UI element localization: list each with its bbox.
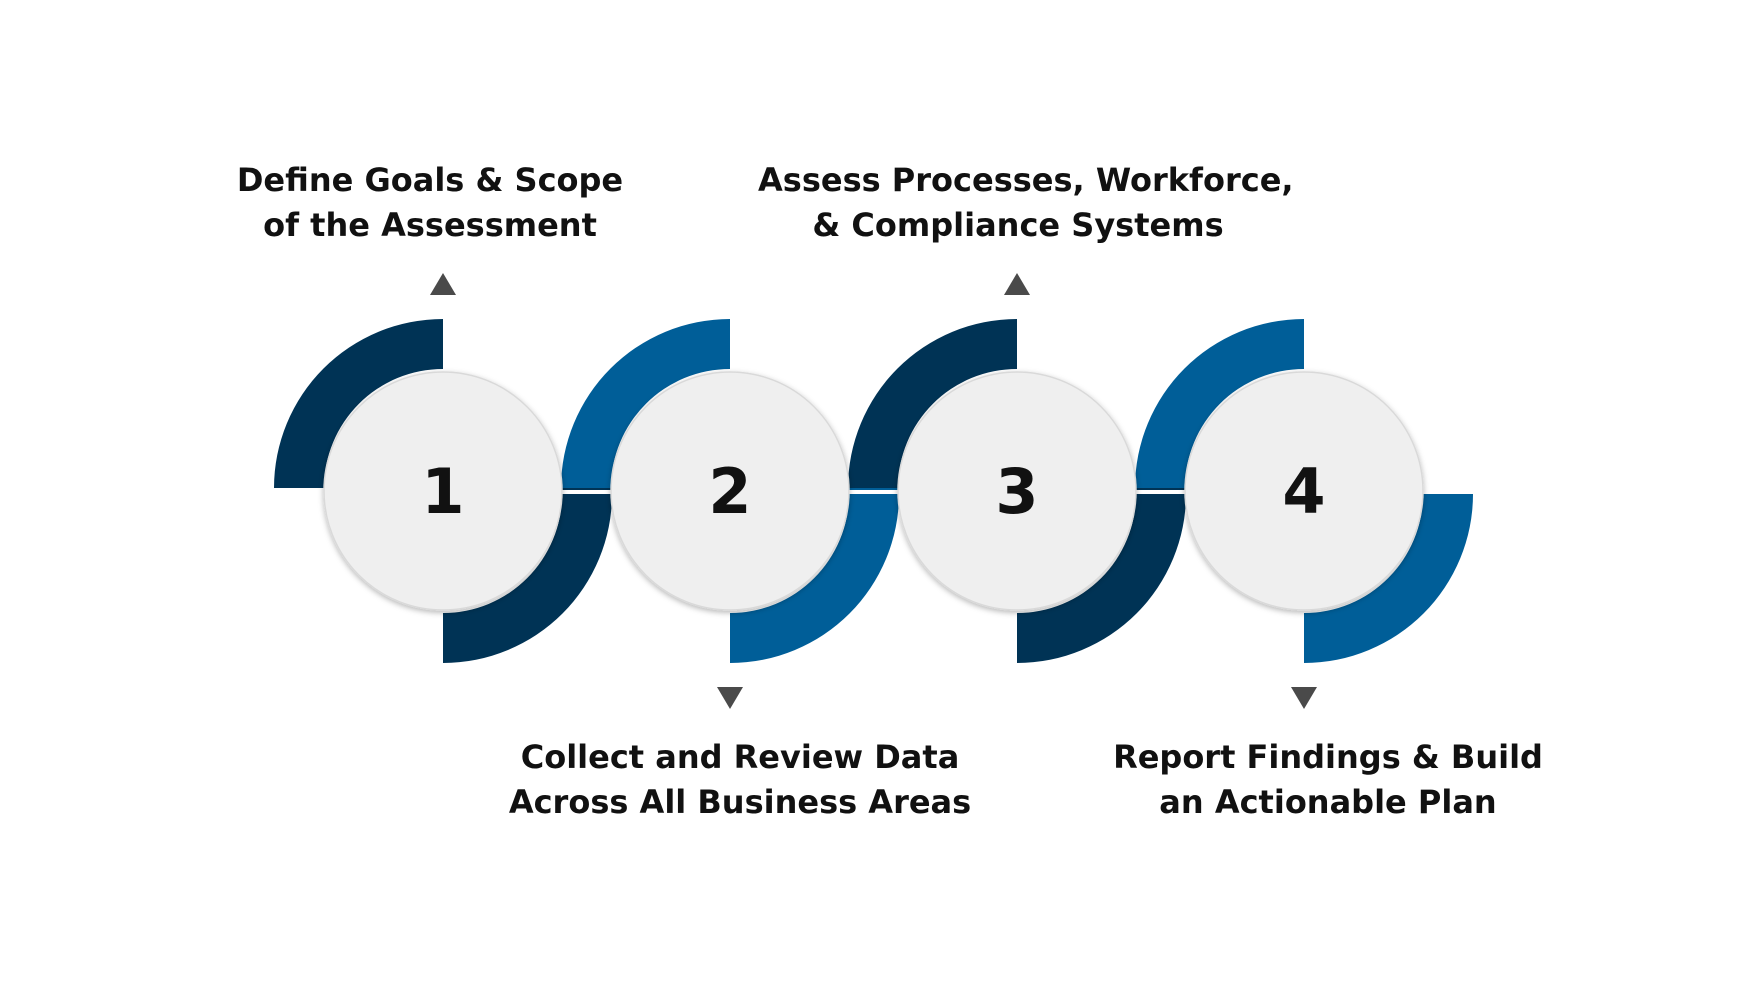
step-number: 1 <box>421 455 464 528</box>
triangle-up-icon <box>430 273 456 295</box>
triangle-up-icon <box>1004 273 1030 295</box>
arc-segments <box>274 319 1473 663</box>
arc-segment-top-left <box>561 319 730 488</box>
triangle-down-icon <box>1291 687 1317 709</box>
step-circle <box>897 371 1137 611</box>
step-number: 2 <box>708 455 751 528</box>
arc-segment-bottom-right <box>1304 494 1473 663</box>
step-label: Assess Processes, Workforce, & Compliance… <box>758 158 1294 248</box>
arc-segment-top-left <box>1135 319 1304 488</box>
step-circle <box>323 371 563 611</box>
arc-segment-bottom-right <box>730 494 899 663</box>
arc-segment-top-left <box>848 319 1017 488</box>
arc-segment-bottom-right <box>1017 494 1186 663</box>
step-label-line: Report Findings & Build <box>1113 738 1543 776</box>
step-label: Define Goals & Scope of the Assessment <box>170 158 690 248</box>
step-circles: 1 2 3 4 <box>323 371 1424 611</box>
step-label: Report Findings & Build an Actionable Pla… <box>1068 735 1588 825</box>
step-number: 4 <box>1282 455 1325 528</box>
step-label-line: Collect and Review Data <box>520 738 960 776</box>
step-number: 3 <box>995 455 1038 528</box>
step-label-line: an Actionable Plan <box>1159 783 1497 821</box>
step-label-line: Define Goals & Scope <box>236 161 624 199</box>
step-label-line: Across All Business Areas <box>508 783 972 821</box>
step-label-line: & Compliance Systems <box>812 206 1224 244</box>
arc-segment-top-left <box>274 319 443 488</box>
step-circle <box>610 371 850 611</box>
arc-segment-bottom-right <box>443 494 612 663</box>
step-label-line: of the Assessment <box>263 206 597 244</box>
step-label-line: Assess Processes, Workforce, <box>758 161 1294 199</box>
triangle-down-icon <box>717 687 743 709</box>
pointer-arrows <box>430 273 1317 709</box>
step-circle <box>1184 371 1424 611</box>
